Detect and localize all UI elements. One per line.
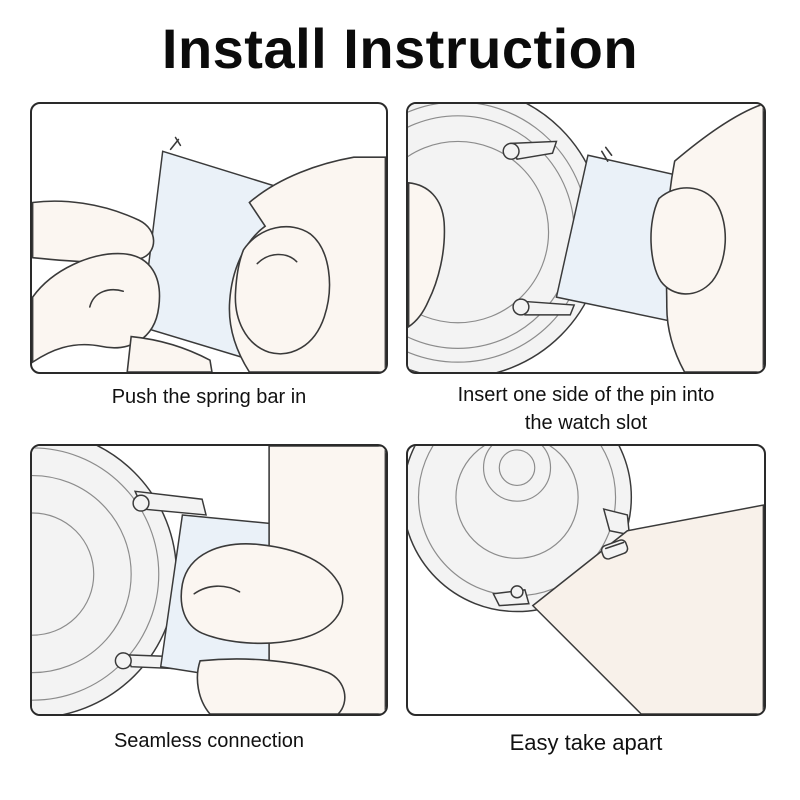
spring-bar-illustration [32,136,386,372]
upper-pin [132,494,150,512]
right-thumb [650,187,726,295]
left-index-finger [32,200,155,264]
watch-case [408,446,633,613]
watch-band [531,504,764,714]
quick-release-latch [600,539,629,560]
watch-slot-illustration [408,104,764,372]
step-3-caption: Seamless connection [113,730,305,752]
step-3-illustration [30,444,388,716]
step-2-caption: Insert one side of the pin into the watc… [457,384,715,434]
lower-pin [114,652,132,670]
right-thumb [234,226,331,355]
upper-pin-hole [502,142,520,160]
spring-bar-pin [169,136,182,151]
pin-head [510,585,524,599]
step-4-caption: Easy take apart [509,730,663,755]
right-thumb [180,543,344,645]
lower-pin-hole [512,298,530,316]
left-thumb [408,181,446,329]
step-2-illustration [406,102,766,374]
spring-bar-pin [600,146,613,162]
page-title: Install Instruction [161,17,639,80]
connected-band-illustration [32,446,386,714]
quick-release-illustration [408,446,764,714]
step-4-illustration [406,444,766,716]
step-1-caption: Push the spring bar in [111,386,307,408]
left-thumb [32,252,161,364]
watch-case [32,446,178,714]
step-1-illustration [30,102,388,374]
